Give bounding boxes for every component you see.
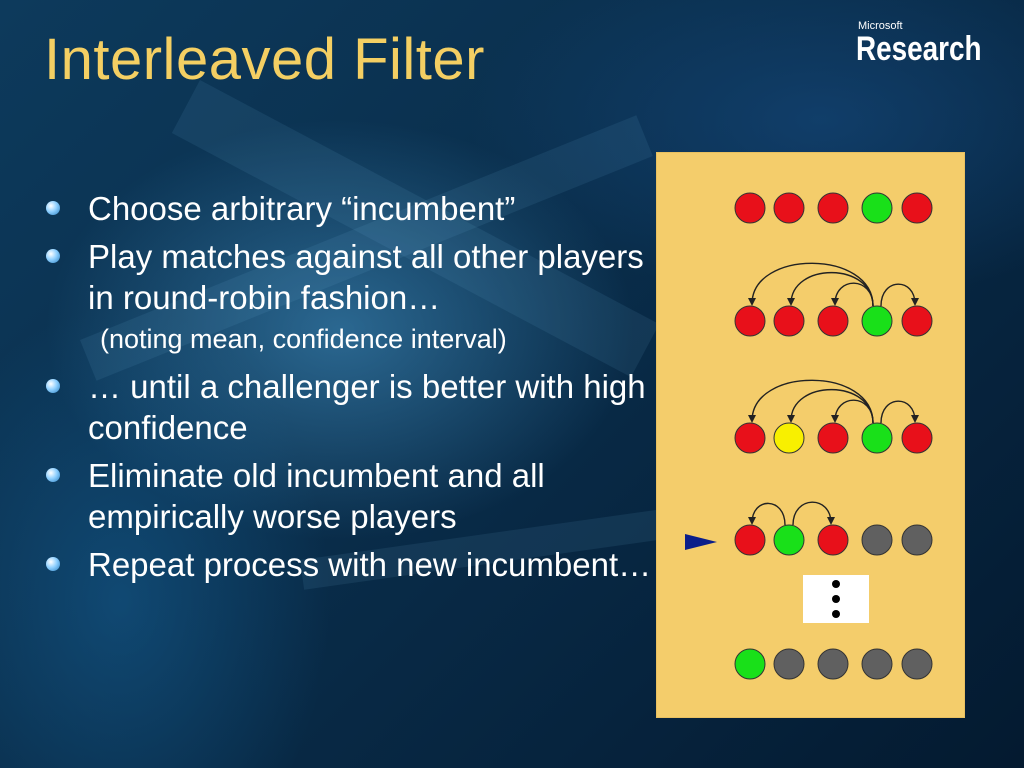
match-arrow — [748, 379, 874, 424]
player-node-red — [773, 192, 805, 224]
player-node-red — [734, 422, 766, 454]
player-node-red — [901, 192, 933, 224]
player-node-green — [861, 422, 893, 454]
match-arrow — [787, 272, 874, 307]
player-node-red — [817, 192, 849, 224]
player-node-gray — [861, 648, 893, 680]
match-arrow — [880, 400, 919, 424]
bullet-icon — [46, 201, 60, 215]
player-node-gray — [901, 524, 933, 556]
ellipsis-box — [803, 575, 869, 623]
logo-line-microsoft: Microsoft — [858, 20, 903, 32]
sub-bullet-item: (noting mean, confidence interval) — [42, 322, 652, 356]
logo-line-research: Research — [856, 30, 982, 68]
bullet-icon — [46, 468, 60, 482]
player-node-red — [734, 305, 766, 337]
player-node-gray — [861, 524, 893, 556]
bullet-item: Choose arbitrary “incumbent” — [42, 188, 652, 229]
current-round-pointer-icon — [684, 530, 718, 559]
player-node-green — [861, 305, 893, 337]
bullet-item: Play matches against all other players i… — [42, 236, 652, 318]
match-arrow — [792, 501, 835, 526]
bullet-item: Eliminate old incumbent and all empirica… — [42, 455, 652, 537]
player-node-red — [817, 524, 849, 556]
match-arrow — [880, 283, 919, 307]
player-node-red — [773, 305, 805, 337]
bullet-icon — [46, 379, 60, 393]
match-arrow — [748, 262, 874, 307]
player-node-yellow — [773, 422, 805, 454]
bullet-text: Choose arbitrary “incumbent” — [88, 190, 516, 227]
vertical-ellipsis-icon — [832, 580, 840, 618]
player-node-green — [861, 192, 893, 224]
bullet-text: Play matches against all other players i… — [88, 238, 644, 316]
player-node-red — [817, 422, 849, 454]
player-node-red — [734, 192, 766, 224]
bullet-list: Choose arbitrary “incumbent” Play matche… — [42, 188, 652, 592]
player-node-gray — [817, 648, 849, 680]
match-arrow — [831, 399, 874, 424]
microsoft-research-logo: Microsoft Research — [856, 20, 1009, 69]
player-node-red — [817, 305, 849, 337]
sub-bullet-text: (noting mean, confidence interval) — [100, 324, 507, 354]
bullet-item: Repeat process with new incumbent… — [42, 544, 652, 585]
bullet-item: … until a challenger is better with high… — [42, 366, 652, 448]
player-node-gray — [773, 648, 805, 680]
player-node-red — [734, 524, 766, 556]
bullet-text: … until a challenger is better with high… — [88, 368, 646, 446]
match-arrow — [748, 502, 786, 526]
tournament-diagram — [734, 192, 933, 680]
player-node-green — [773, 524, 805, 556]
bullet-icon — [46, 557, 60, 571]
match-arrow — [787, 389, 874, 424]
tournament-diagram-panel — [656, 152, 965, 718]
player-node-red — [901, 305, 933, 337]
player-node-red — [901, 422, 933, 454]
slide-title: Interleaved Filter — [44, 27, 485, 92]
bullet-text: Eliminate old incumbent and all empirica… — [88, 457, 545, 535]
player-node-green — [734, 648, 766, 680]
bullet-text: Repeat process with new incumbent… — [88, 546, 652, 583]
bullet-icon — [46, 249, 60, 263]
match-arrow — [831, 282, 874, 307]
player-node-gray — [901, 648, 933, 680]
